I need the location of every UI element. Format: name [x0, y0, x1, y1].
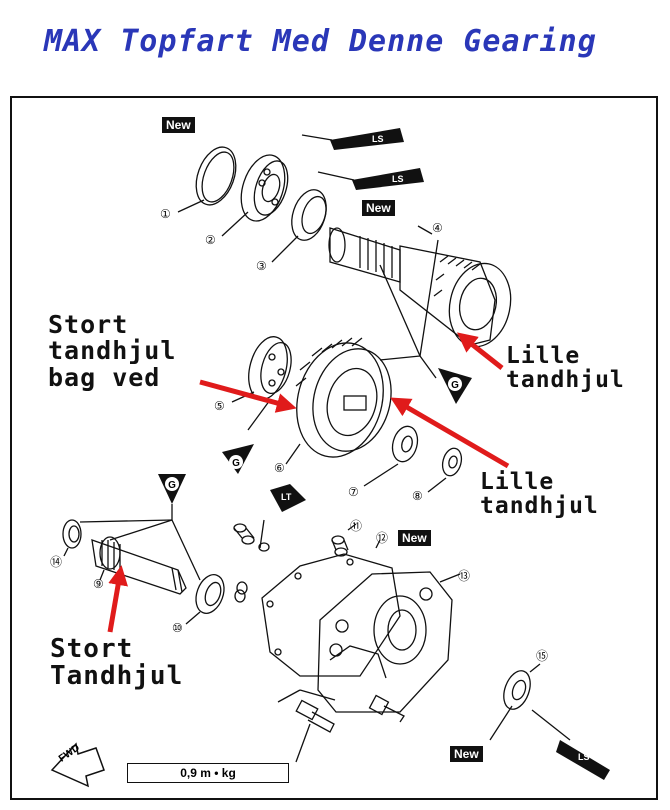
part-number-6: ⑥ — [274, 461, 285, 475]
bearing-part-10 — [195, 574, 225, 614]
annotation-stort-bottom: Stort Tandhjul — [50, 634, 184, 692]
svg-text:G: G — [451, 380, 459, 391]
large-gear-part-6 — [295, 337, 392, 458]
ls-tube-1 — [330, 128, 404, 150]
shaft-part-9 — [91, 536, 187, 595]
annotation-lille-top: Lille tandhjul — [506, 343, 625, 394]
annotation-lille-mid: Lille tandhjul — [480, 469, 599, 520]
ls-tube-2 — [352, 168, 424, 190]
svg-text:G: G — [168, 480, 176, 491]
bearing-part-5 — [248, 336, 292, 400]
part-number-8: ⑧ — [412, 489, 423, 503]
part-number-5: ⑤ — [214, 399, 225, 413]
ls-label-1: LS — [372, 134, 384, 144]
shaft-part-4 — [328, 227, 512, 348]
part-number-3: ③ — [256, 259, 267, 273]
fwd-arrow-icon — [50, 742, 105, 788]
circlip-part — [195, 146, 237, 206]
bolts — [295, 694, 405, 733]
arrow-stort-bottom — [107, 565, 128, 633]
new-badge-2: New — [362, 200, 395, 216]
part-number-9: ⑨ — [93, 577, 104, 591]
arrow-lille-top — [456, 332, 504, 370]
cover-part-13 — [317, 571, 453, 713]
diagram-frame — [10, 96, 658, 800]
gasket-part-12 — [261, 553, 401, 677]
ls-label-2: LS — [392, 174, 404, 184]
part-number-2: ② — [205, 233, 216, 247]
annotation-stort-bag-ved: Stort tandhjul bag ved — [48, 310, 177, 392]
lt-tube — [270, 484, 306, 512]
new-badge-1: New — [162, 117, 195, 133]
seal-part-15 — [503, 670, 531, 710]
red-arrows — [107, 332, 510, 633]
g-callout-bottom: G — [158, 474, 186, 504]
torque-spec: 0,9 m • kg — [127, 763, 289, 783]
part-number-10: ⑩ — [172, 621, 183, 635]
lt-label: LT — [281, 492, 292, 502]
part-number-13: ⑬ — [458, 569, 470, 583]
part-number-12: ⑫ — [376, 531, 388, 545]
part-number-7: ⑦ — [348, 485, 359, 499]
ls-label-3: LS — [578, 752, 590, 762]
ls-tube-3 — [556, 740, 610, 780]
bearing-part-2 — [240, 154, 289, 222]
seal-part-3 — [291, 189, 327, 241]
g-callout-left: G — [222, 444, 254, 474]
part-number-11: ⑪ — [350, 519, 362, 533]
page-title: MAX Topfart Med Denne Gearing — [44, 24, 597, 59]
dowel-part-11 — [233, 523, 349, 603]
bearing-part-14 — [62, 519, 82, 549]
new-badge-4: New — [450, 746, 483, 762]
part-number-14: ⑭ — [50, 555, 62, 569]
svg-text:G: G — [232, 458, 240, 469]
washer-part-8 — [441, 447, 463, 477]
arrow-lille-mid — [390, 397, 510, 469]
g-callout-right: G — [438, 368, 472, 404]
washer-part-7 — [391, 425, 419, 463]
part-number-15: ⑮ — [536, 649, 548, 663]
part-number-4: ④ — [432, 221, 443, 235]
arrow-stort-bag-ved — [199, 379, 297, 413]
part-number-1: ① — [160, 207, 171, 221]
new-badge-3: New — [398, 530, 431, 546]
